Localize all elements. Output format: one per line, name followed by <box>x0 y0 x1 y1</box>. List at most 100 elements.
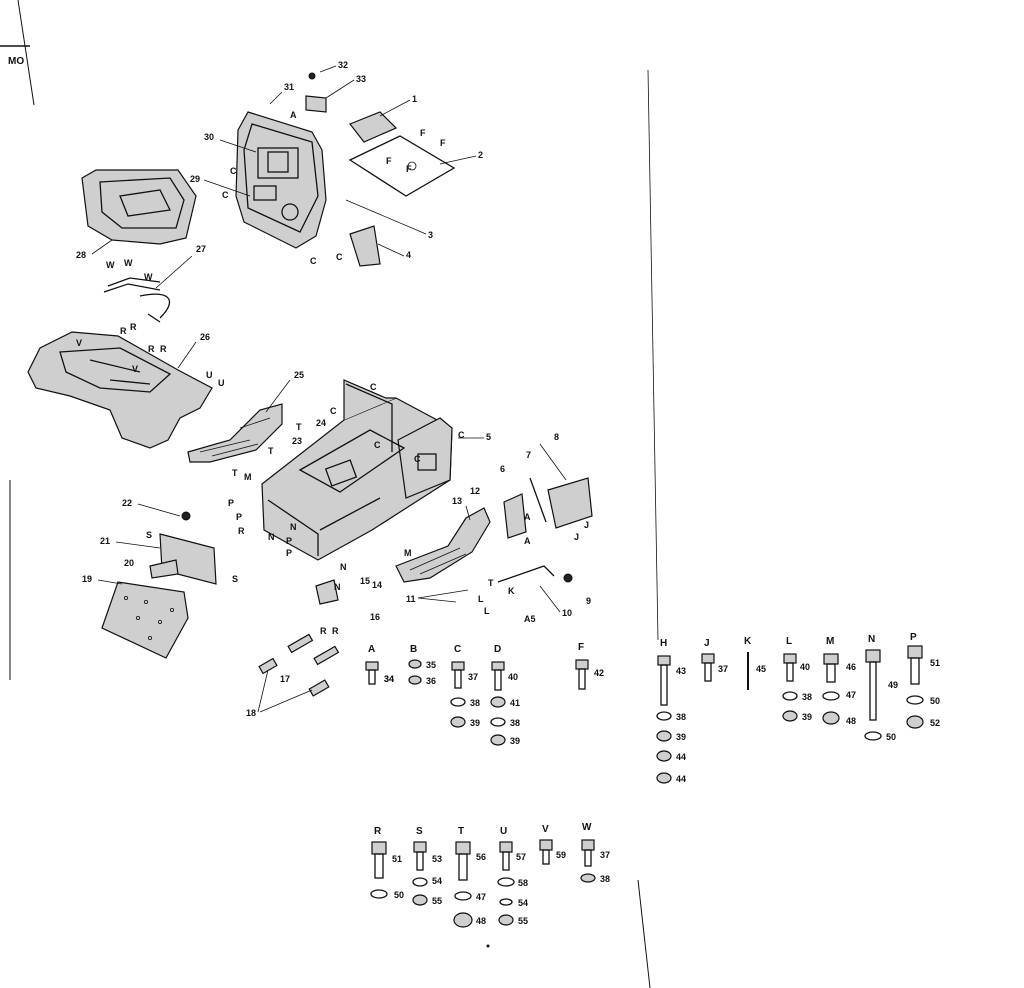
svg-text:T: T <box>232 468 238 478</box>
svg-text:55: 55 <box>518 916 528 926</box>
callout-number: 23 <box>292 436 302 446</box>
svg-text:R: R <box>160 344 167 354</box>
svg-text:J: J <box>574 532 579 542</box>
callout-number: 27 <box>196 244 206 254</box>
svg-text:T: T <box>296 422 302 432</box>
svg-text:39: 39 <box>676 732 686 742</box>
callout-number: 8 <box>554 432 559 442</box>
callout-number: 33 <box>356 74 366 84</box>
svg-text:U: U <box>206 370 213 380</box>
svg-text:47: 47 <box>476 892 486 902</box>
callout-number: 31 <box>284 82 294 92</box>
svg-text:F: F <box>578 642 584 653</box>
svg-text:C: C <box>336 252 343 262</box>
svg-text:N: N <box>868 634 875 645</box>
svg-text:38: 38 <box>676 712 686 722</box>
svg-text:P: P <box>910 632 917 643</box>
svg-text:V: V <box>76 338 82 348</box>
svg-text:39: 39 <box>510 736 520 746</box>
svg-text:W: W <box>124 258 133 268</box>
callout-number: 4 <box>406 250 411 260</box>
svg-text:K: K <box>508 586 515 596</box>
svg-text:A: A <box>524 536 531 546</box>
bracket-part <box>305 95 327 113</box>
callout-number: 3 <box>428 230 433 240</box>
svg-text:37: 37 <box>468 672 478 682</box>
svg-text:56: 56 <box>476 852 486 862</box>
callout-number: 29 <box>190 174 200 184</box>
main-frame-part <box>261 379 453 561</box>
svg-text:C: C <box>230 166 237 176</box>
svg-text:54: 54 <box>432 876 442 886</box>
svg-text:57: 57 <box>516 852 526 862</box>
svg-text:45: 45 <box>756 664 766 674</box>
right-footrest-part <box>395 507 491 583</box>
svg-text:R: R <box>148 344 155 354</box>
svg-text:V: V <box>132 364 138 374</box>
svg-text:46: 46 <box>846 662 856 672</box>
callout-number: 15 <box>360 576 370 586</box>
hardware-row-1-labels: A 34 B 35 36 C 37 38 39 D 40 41 38 39 F … <box>368 632 940 784</box>
svg-text:R: R <box>320 626 327 636</box>
mounting-plate-part <box>348 135 456 197</box>
callout-number: 6 <box>500 464 505 474</box>
pin-part <box>258 657 278 675</box>
callout-number: 32 <box>338 60 348 70</box>
svg-text:L: L <box>478 594 484 604</box>
svg-text:C: C <box>310 256 317 266</box>
svg-text:49: 49 <box>888 680 898 690</box>
svg-text:38: 38 <box>600 874 610 884</box>
callout-number: 18 <box>246 708 256 718</box>
svg-text:50: 50 <box>394 890 404 900</box>
svg-text:C: C <box>458 430 465 440</box>
svg-text:R: R <box>120 326 127 336</box>
svg-text:K: K <box>744 636 752 647</box>
nut-part <box>181 511 191 521</box>
svg-text:F: F <box>420 128 426 138</box>
callout-number: 16 <box>370 612 380 622</box>
callout-number: 24 <box>316 418 326 428</box>
bracket-part <box>149 559 179 579</box>
callout-number: 13 <box>452 496 462 506</box>
svg-text:T: T <box>488 578 494 588</box>
svg-text:C: C <box>222 190 229 200</box>
nut-part <box>563 573 573 583</box>
svg-text:59: 59 <box>556 850 566 860</box>
callout-number: 26 <box>200 332 210 342</box>
seat-part <box>81 169 197 245</box>
svg-text:39: 39 <box>802 712 812 722</box>
callout-number: 34 <box>384 674 394 684</box>
svg-text:C: C <box>370 382 377 392</box>
pin-part <box>308 679 330 697</box>
callout-number: 19 <box>82 574 92 584</box>
svg-text:34: 34 <box>384 674 394 684</box>
svg-text:44: 44 <box>676 774 686 784</box>
svg-text:N: N <box>334 582 341 592</box>
svg-text:58: 58 <box>518 878 528 888</box>
callout-number: 12 <box>470 486 480 496</box>
small-plate-part <box>503 493 527 539</box>
svg-text:41: 41 <box>510 698 520 708</box>
svg-text:F: F <box>386 156 392 166</box>
svg-text:V: V <box>542 824 549 835</box>
a5-label: A5 <box>524 614 536 624</box>
svg-text:53: 53 <box>432 854 442 864</box>
callout-number: 5 <box>486 432 491 442</box>
corner-page-fragment: MO <box>8 56 25 67</box>
svg-text:51: 51 <box>392 854 402 864</box>
svg-text:F: F <box>406 164 412 174</box>
svg-text:39: 39 <box>470 718 480 728</box>
callout-number: 17 <box>280 674 290 684</box>
svg-text:A: A <box>368 644 375 655</box>
svg-text:P: P <box>286 548 292 558</box>
reference-letters: A C C C C F F F F W W W R R R R V V U U … <box>76 110 589 636</box>
callout-number: 11 <box>406 594 416 604</box>
svg-text:52: 52 <box>930 718 940 728</box>
leader-lines <box>91 65 567 713</box>
hardware-row-2 <box>370 839 596 928</box>
svg-text:B: B <box>410 644 417 655</box>
page-edge-line <box>17 0 35 106</box>
svg-text:N: N <box>290 522 297 532</box>
bracket-part <box>315 579 339 605</box>
callout-number: 20 <box>124 558 134 568</box>
